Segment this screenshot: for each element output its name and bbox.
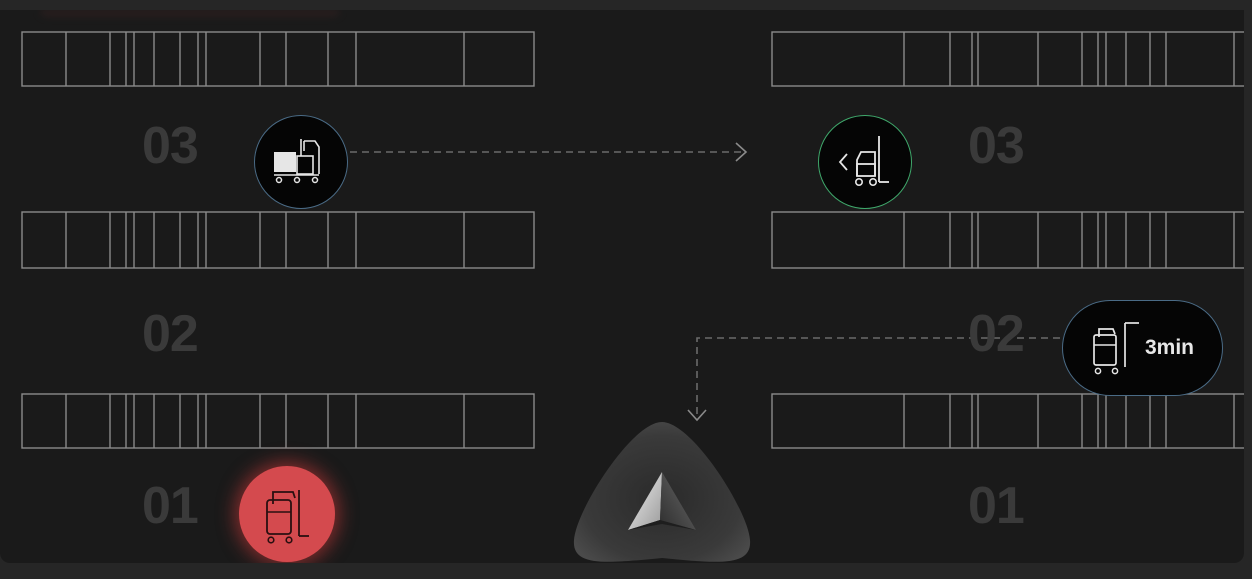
rack-right-middle xyxy=(771,211,1244,269)
vehicle-forklift[interactable] xyxy=(818,115,912,209)
eta-label: 3min xyxy=(1145,336,1195,359)
cart-loading-icon xyxy=(274,139,320,184)
rack-left-bottom xyxy=(21,393,535,449)
top-glow xyxy=(40,10,340,16)
aisle-label-right-02: 02 xyxy=(968,305,1025,363)
forklift-back-icon xyxy=(838,136,889,186)
aisle-label-left-02: 02 xyxy=(142,305,199,363)
aisle-label-left-01: 01 xyxy=(142,477,199,535)
vehicle-alert-cart[interactable] xyxy=(239,466,335,562)
rack-right-bottom xyxy=(771,393,1244,449)
warehouse-map: 03 02 01 03 02 01 xyxy=(0,10,1244,563)
aisle-label-left-03: 03 xyxy=(142,117,199,175)
cart-eta-icon xyxy=(1093,322,1139,375)
navigation-marker[interactable] xyxy=(572,420,752,563)
cart-alert-icon xyxy=(266,490,309,544)
vehicle-loading-cart[interactable] xyxy=(254,115,348,209)
rack-right-top xyxy=(771,31,1244,87)
route-loading-to-forklift xyxy=(350,142,748,162)
rack-left-middle xyxy=(21,211,535,269)
rack-left-top xyxy=(21,31,535,87)
route-cart-to-nav xyxy=(687,337,1060,422)
rack-layer xyxy=(21,31,1244,449)
aisle-label-right-03: 03 xyxy=(968,117,1025,175)
aisle-label-right-01: 01 xyxy=(968,477,1025,535)
navigation-arrow-icon xyxy=(628,472,696,530)
vehicle-eta-cart[interactable]: 3min xyxy=(1062,300,1223,396)
